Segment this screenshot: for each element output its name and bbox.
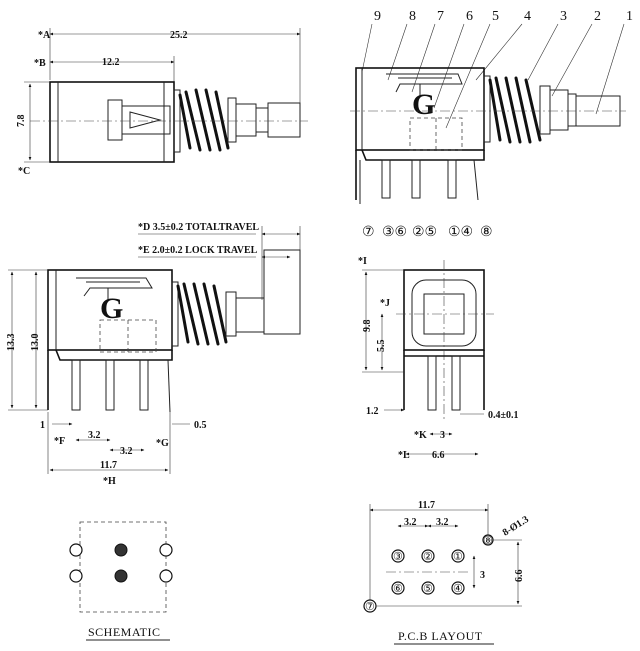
ref-a-label: *A [38, 30, 51, 41]
pin-label-1-4: ①④ [448, 225, 473, 240]
lock-travel-label: *E 2.0±0.2 LOCK TRAVEL [138, 245, 258, 256]
section-view: 9 8 7 6 5 4 3 2 1 G [350, 9, 633, 240]
ref-l-label: *L [398, 450, 410, 461]
callout-6: 6 [466, 9, 473, 24]
schematic-title: SCHEMATIC [88, 625, 161, 639]
ref-b-label: *B [34, 58, 46, 69]
callout-2: 2 [594, 9, 601, 24]
pin-label-3-6: ③⑥ [382, 225, 407, 240]
overall-width-dim: 11.7 [100, 460, 117, 471]
front-mid-dim: 5.5 [376, 340, 387, 353]
height-13-3-dim: 13.3 [6, 334, 17, 352]
front-pin-width-dim: 0.4±0.1 [488, 410, 519, 421]
pcb-hole-8: ⑧ [483, 535, 493, 547]
pcb-hole-5: ⑤ [423, 583, 433, 595]
pcb-hole-2: ② [423, 551, 433, 563]
callout-1: 1 [626, 9, 633, 24]
front-view: *I *J 9.8 5.5 1.2 *K 3 0.4±0.1 *L 6.6 [358, 256, 519, 461]
pcb-span-dim: 6.6 [514, 570, 525, 583]
ref-j-label: *J [380, 298, 390, 309]
pcb-hole-6: ⑥ [393, 583, 403, 595]
pitch-1-dim: 3.2 [88, 430, 101, 441]
front-span-dim: 6.6 [432, 450, 445, 461]
pin-label-7: ⑦ [362, 225, 375, 240]
ref-c-label: *C [18, 166, 30, 177]
schematic: SCHEMATIC [69, 521, 173, 641]
pcb-title: P.C.B LAYOUT [398, 629, 483, 643]
g-mark-top: G [412, 88, 435, 121]
width-0-5-dim: 0.5 [194, 420, 207, 431]
pin-label-8: ⑧ [480, 225, 493, 240]
callout-3: 3 [560, 9, 567, 24]
overall-length-dim: 25.2 [170, 30, 188, 41]
top-view: *A 25.2 *B 12.2 7.8 *C [16, 28, 308, 177]
pitch-2-dim: 3.2 [120, 446, 133, 457]
front-1-2-dim: 1.2 [366, 406, 379, 417]
pcb-hole-dim: 8-Ø1.3 [501, 514, 531, 538]
callout-8: 8 [409, 9, 416, 24]
height-13-0-dim: 13.0 [30, 334, 41, 352]
callout-4: 4 [524, 9, 531, 24]
pcb-hole-7: ⑦ [365, 601, 375, 613]
pcb-row-dim: 3 [480, 570, 485, 581]
ref-f-label: *F [54, 436, 65, 447]
ref-i-label: *I [358, 256, 367, 267]
front-height-dim: 9.8 [362, 320, 373, 333]
front-pitch-dim: 3 [440, 430, 445, 441]
ref-k-label: *K [414, 430, 427, 441]
ref-g-label: *G [156, 438, 169, 449]
total-travel-label: *D 3.5±0.2 TOTALTRAVEL [138, 222, 259, 233]
callout-9: 9 [374, 9, 381, 24]
pcb-pitch-b-dim: 3.2 [436, 517, 449, 528]
pcb-hole-1: ① [453, 551, 463, 563]
pcb-layout: 11.7 3.2 3.2 8-Ø1.3 ⑧ ③ ② ① ⑥ ⑤ ④ ⑦ 3 [363, 500, 531, 645]
body-length-dim: 12.2 [102, 57, 120, 68]
pcb-hole-4: ④ [453, 583, 463, 595]
lead-1-dim: 1 [40, 420, 45, 431]
callout-7: 7 [437, 9, 444, 24]
height-dim: 7.8 [16, 115, 27, 128]
g-mark-side: G [100, 292, 123, 325]
ref-h-label: *H [103, 476, 116, 487]
side-view: *D 3.5±0.2 TOTALTRAVEL *E 2.0±0.2 LOCK T… [6, 222, 301, 487]
pcb-hole-3: ③ [393, 551, 403, 563]
pcb-overall-dim: 11.7 [418, 500, 435, 511]
callout-5: 5 [492, 9, 499, 24]
pcb-pitch-a-dim: 3.2 [404, 517, 417, 528]
pin-label-2-5: ②⑤ [412, 225, 437, 240]
